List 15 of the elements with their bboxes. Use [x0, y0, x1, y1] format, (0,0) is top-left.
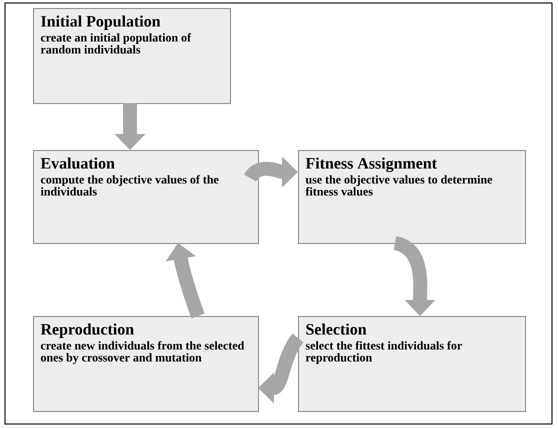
process-box [33, 150, 259, 244]
box-heading: Fitness Assignment [306, 158, 437, 172]
process-box [298, 150, 526, 244]
process-box [33, 316, 259, 412]
process-box [298, 316, 526, 412]
box-description: create new individuals from the selected ones by crossover and mutation [40, 341, 244, 364]
box-heading: Evaluation [40, 158, 115, 169]
box-description: create an initial population of random individuals [40, 33, 192, 54]
box-heading: Selection [306, 324, 366, 335]
box-description: select the fittest individuals for reproduction [306, 341, 462, 364]
box-description: compute the objective values of the individuals [40, 175, 218, 196]
box-description: use the objective values to determine fitness values [306, 175, 492, 196]
box-heading: Reproduction [40, 324, 134, 338]
process-box [33, 8, 231, 104]
box-heading: Initial Population [41, 16, 160, 30]
